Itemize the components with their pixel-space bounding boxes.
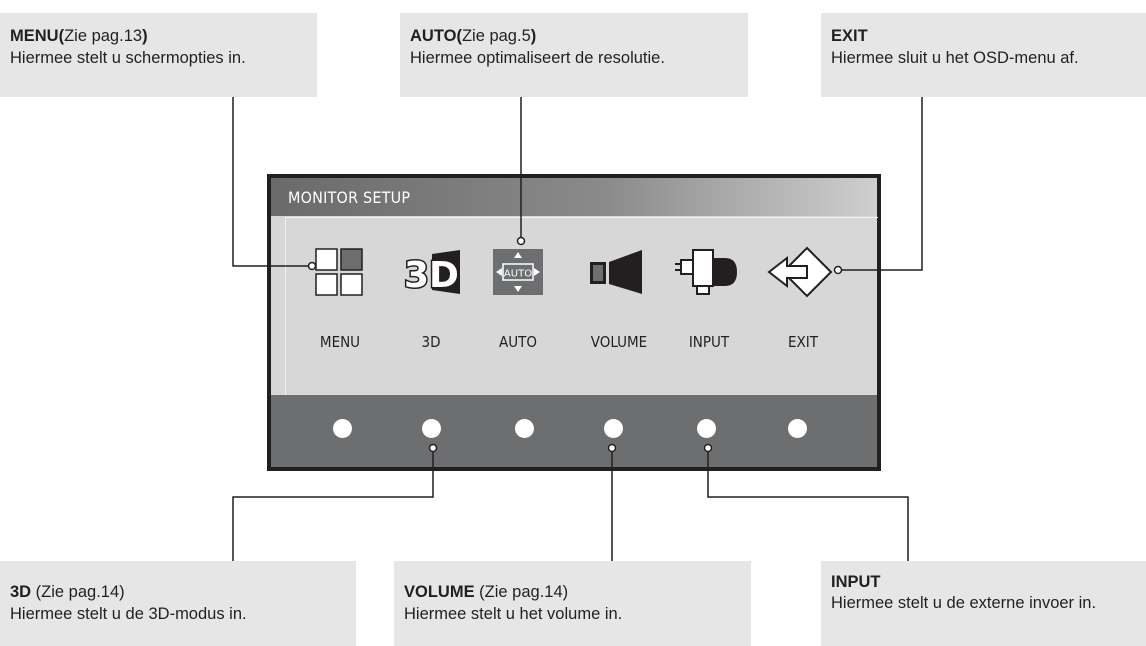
leader-3d xyxy=(232,450,434,561)
leader-input xyxy=(707,450,909,561)
callout-menu-ref: Zie pag.13 xyxy=(64,27,143,45)
callout-3d-ref: (Zie pag.14) xyxy=(31,583,125,601)
exit-hardware-button[interactable] xyxy=(788,419,807,438)
callout-menu: MENU(Zie pag.13) Hiermee stelt u schermo… xyxy=(0,13,317,97)
callout-input-desc: Hiermee stelt u de externe invoer in. xyxy=(831,594,1097,612)
input-plug-icon[interactable] xyxy=(675,248,737,296)
menu-hardware-button[interactable] xyxy=(333,419,352,438)
label-volume: VOLUME xyxy=(590,333,648,351)
button-bar xyxy=(271,395,877,467)
callout-auto-title: AUTO( xyxy=(410,27,462,45)
3d-icon-text: 3D xyxy=(404,255,459,294)
auto-icon-text: AUTO xyxy=(504,269,532,280)
callout-input-title: INPUT xyxy=(831,573,881,591)
callout-volume-ref: (Zie pag.14) xyxy=(474,583,569,601)
osd-panel xyxy=(285,217,878,396)
callout-exit-desc: Hiermee sluit u het OSD-menu af. xyxy=(831,49,1079,67)
osd-title: MONITOR SETUP xyxy=(288,188,411,207)
label-3d: 3D xyxy=(421,333,441,351)
callout-volume-title: VOLUME xyxy=(404,583,475,601)
leader-dot-volume xyxy=(607,443,617,453)
leader-dot-exit xyxy=(833,265,843,275)
leader-menu xyxy=(232,97,312,267)
auto-hardware-button[interactable] xyxy=(515,419,534,438)
volume-hardware-button[interactable] xyxy=(604,419,623,438)
auto-icon[interactable]: AUTO xyxy=(493,249,543,295)
label-exit: EXIT xyxy=(788,333,818,351)
3d-icon[interactable]: 3D xyxy=(402,250,464,294)
callout-input: INPUT Hiermee stelt u de externe invoer … xyxy=(821,561,1146,646)
callout-menu-close: ) xyxy=(142,27,148,45)
volume-icon[interactable] xyxy=(590,250,646,294)
leader-dot-auto xyxy=(516,236,526,246)
osd-screen: MONITOR SETUP 3D AUTO xyxy=(271,178,878,396)
leader-dot-menu xyxy=(307,261,317,271)
label-input: INPUT xyxy=(688,333,730,351)
3d-hardware-button[interactable] xyxy=(422,419,441,438)
callout-menu-desc: Hiermee stelt u schermopties in. xyxy=(10,49,246,67)
callout-3d-title: 3D xyxy=(10,583,32,601)
input-hardware-button[interactable] xyxy=(697,419,716,438)
monitor-frame: MONITOR SETUP 3D AUTO xyxy=(267,174,881,471)
callout-3d-desc: Hiermee stelt u de 3D-modus in. xyxy=(10,605,247,623)
exit-arrow-icon[interactable] xyxy=(767,246,833,298)
label-menu: MENU xyxy=(319,333,361,351)
callout-menu-title: MENU( xyxy=(10,27,65,45)
callout-auto-desc: Hiermee optimaliseert de resolutie. xyxy=(410,49,665,67)
callout-exit: EXIT Hiermee sluit u het OSD-menu af. xyxy=(821,13,1146,97)
callout-volume: VOLUME (Zie pag.14) Hiermee stelt u het … xyxy=(394,561,751,646)
callout-auto: AUTO(Zie pag.5) Hiermee optimaliseert de… xyxy=(400,13,748,97)
osd-title-bar: MONITOR SETUP xyxy=(271,178,877,216)
label-auto: AUTO xyxy=(499,333,537,351)
leader-dot-input xyxy=(703,443,713,453)
callout-auto-close: ) xyxy=(530,27,537,45)
callout-3d: 3D (Zie pag.14) Hiermee stelt u de 3D-mo… xyxy=(0,561,356,646)
callout-auto-ref: Zie pag.5 xyxy=(461,27,531,45)
callout-exit-title: EXIT xyxy=(831,27,868,45)
leader-dot-3d xyxy=(428,443,438,453)
menu-grid-icon[interactable] xyxy=(315,248,365,298)
callout-volume-desc: Hiermee stelt u het volume in. xyxy=(404,605,623,623)
leader-exit xyxy=(840,97,923,271)
